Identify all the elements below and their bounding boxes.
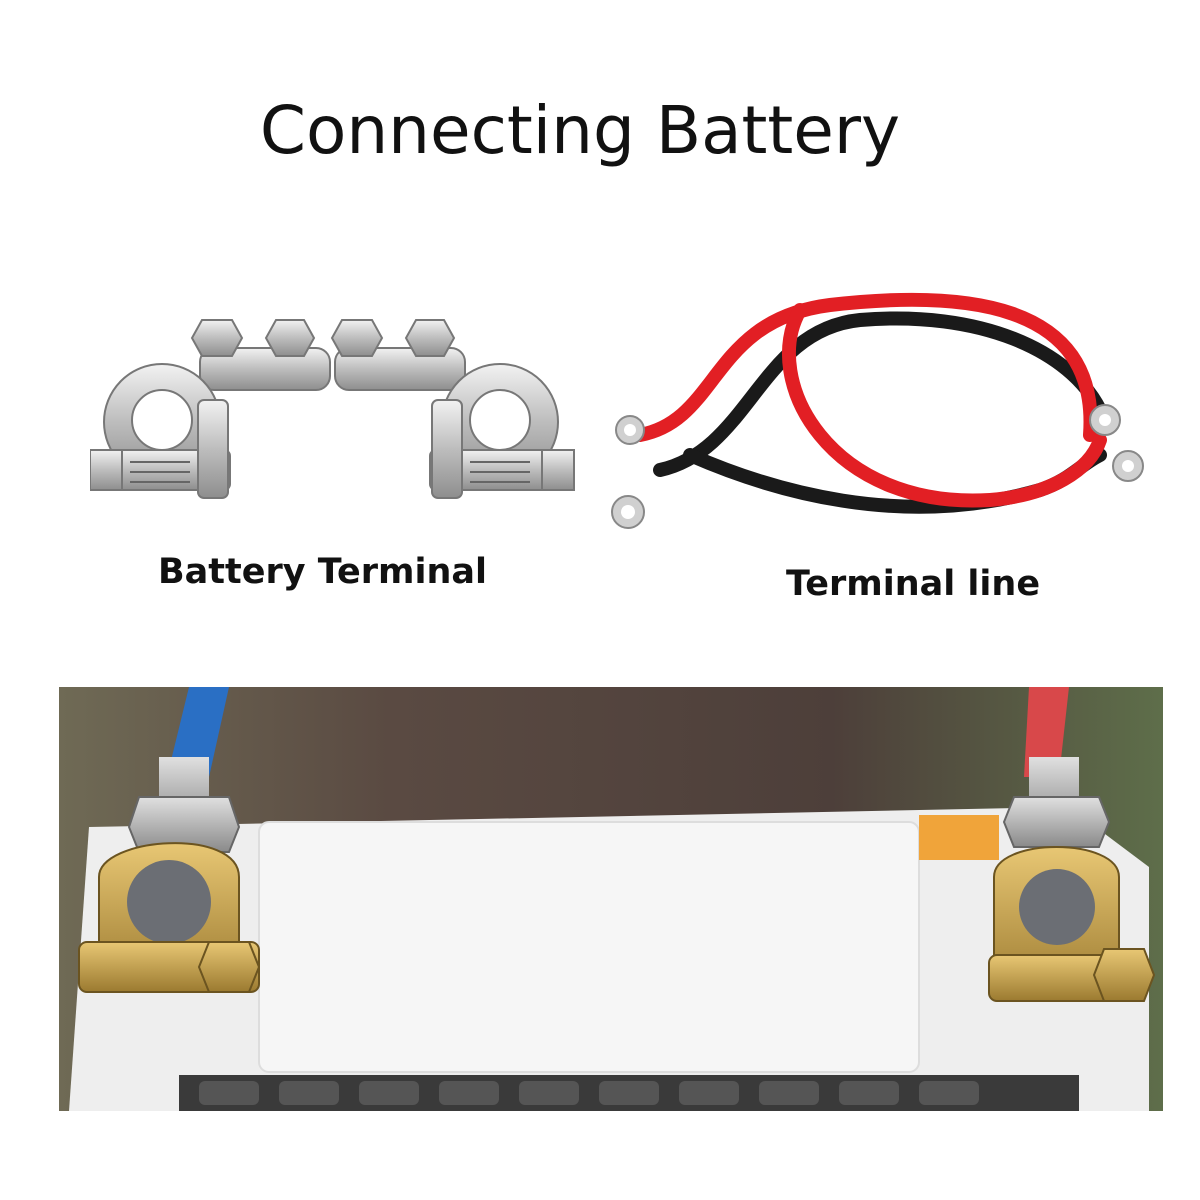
ring-lugs	[611, 404, 1144, 529]
terminal-line-caption: Terminal line	[786, 564, 1041, 604]
photo-right-terminal	[988, 757, 1156, 1002]
page-title: Connecting Battery	[259, 92, 901, 169]
terminal-cable-icon	[611, 292, 1144, 529]
battery-terminal-clamp-icon	[90, 319, 575, 499]
left-clamp	[90, 319, 331, 499]
right-clamp	[330, 319, 575, 499]
battery-photo	[59, 687, 1163, 1111]
photo-left-terminal	[78, 757, 261, 993]
battery-terminal-caption: Battery Terminal	[158, 552, 487, 592]
